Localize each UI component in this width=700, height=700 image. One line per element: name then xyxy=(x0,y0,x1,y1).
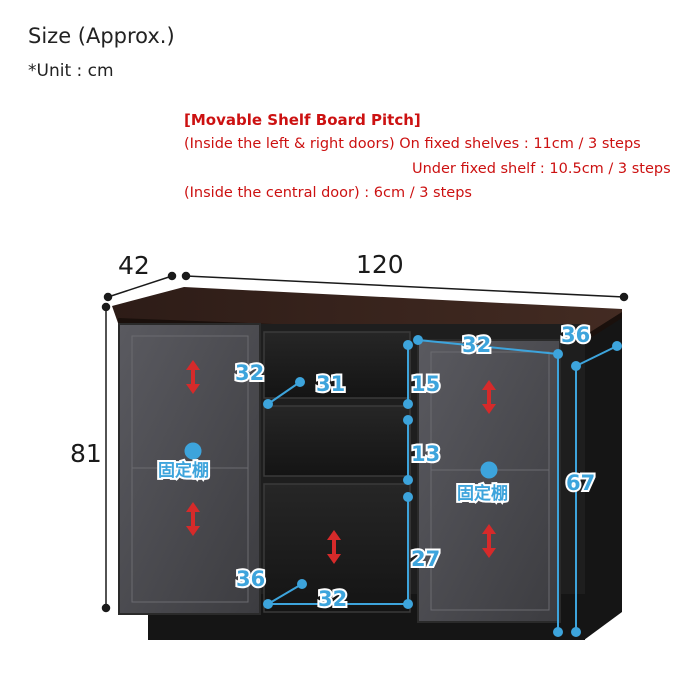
outer-dimension-lines xyxy=(101,271,629,613)
arrow-left-lower xyxy=(186,502,200,536)
bottom-drawer xyxy=(263,483,411,613)
shelf-pitch-line-1: (Inside the left & right doors) On fixed… xyxy=(184,136,641,152)
fixed-shelf-right-label: 固定棚 xyxy=(457,483,508,504)
left-glass-door xyxy=(118,323,261,615)
shelf-pitch-heading: [Movable Shelf Board Pitch] xyxy=(184,111,421,129)
bottom-drawer-height-label: 27 xyxy=(411,547,440,571)
width-label: 120 xyxy=(356,250,404,279)
arrow-right-lower xyxy=(482,524,496,558)
blue-dimension-lines xyxy=(184,335,622,637)
page-title: Size (Approx.) xyxy=(28,24,175,48)
middle-drawer xyxy=(263,405,411,477)
depth-label: 42 xyxy=(118,251,150,280)
height-label: 81 xyxy=(70,439,102,468)
right-top-width-label: 32 xyxy=(462,333,491,357)
fixed-shelf-left-label: 固定棚 xyxy=(158,460,209,481)
shelf-adjust-arrows xyxy=(186,360,496,564)
unit-note: *Unit : cm xyxy=(28,61,114,81)
bottom-drawer-depth-label: 36 xyxy=(236,567,265,591)
shelf-pitch-line-2: Under fixed shelf : 10.5cm / 3 steps xyxy=(412,161,671,177)
arrow-center xyxy=(327,530,341,564)
arrow-right-upper xyxy=(482,380,496,414)
drawer-stack xyxy=(263,331,411,613)
top-drawer-width-label: 31 xyxy=(316,372,345,396)
right-height-label: 67 xyxy=(566,471,595,495)
top-drawer xyxy=(263,331,411,399)
bottom-drawer-width-label: 32 xyxy=(318,587,347,611)
arrow-left-upper xyxy=(186,360,200,394)
left-inner-label: 32 xyxy=(235,361,264,385)
right-top-depth-label: 36 xyxy=(561,323,590,347)
top-drawer-height-label: 15 xyxy=(411,372,440,396)
middle-drawer-height-label: 13 xyxy=(411,442,440,466)
shelf-pitch-line-3: (Inside the central door) : 6cm / 3 step… xyxy=(184,185,472,201)
